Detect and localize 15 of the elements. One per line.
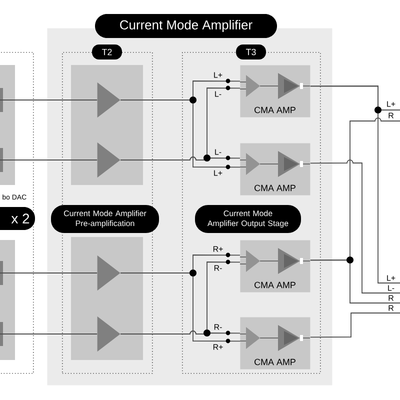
badge: x 2 <box>0 207 35 230</box>
amplifier-triangle <box>97 255 120 291</box>
wire <box>310 312 400 338</box>
wire <box>0 272 98 274</box>
wire <box>120 330 240 334</box>
amplifier-triangle <box>97 82 120 118</box>
amplifier-triangle <box>97 316 120 352</box>
wire <box>310 160 400 294</box>
amplifier-triangle <box>97 142 120 178</box>
wire <box>310 86 400 284</box>
wire <box>120 272 240 342</box>
wire <box>120 156 240 160</box>
title-badge: Current Mode Amplifier <box>95 14 277 38</box>
wire <box>120 100 240 168</box>
wire <box>310 260 400 304</box>
